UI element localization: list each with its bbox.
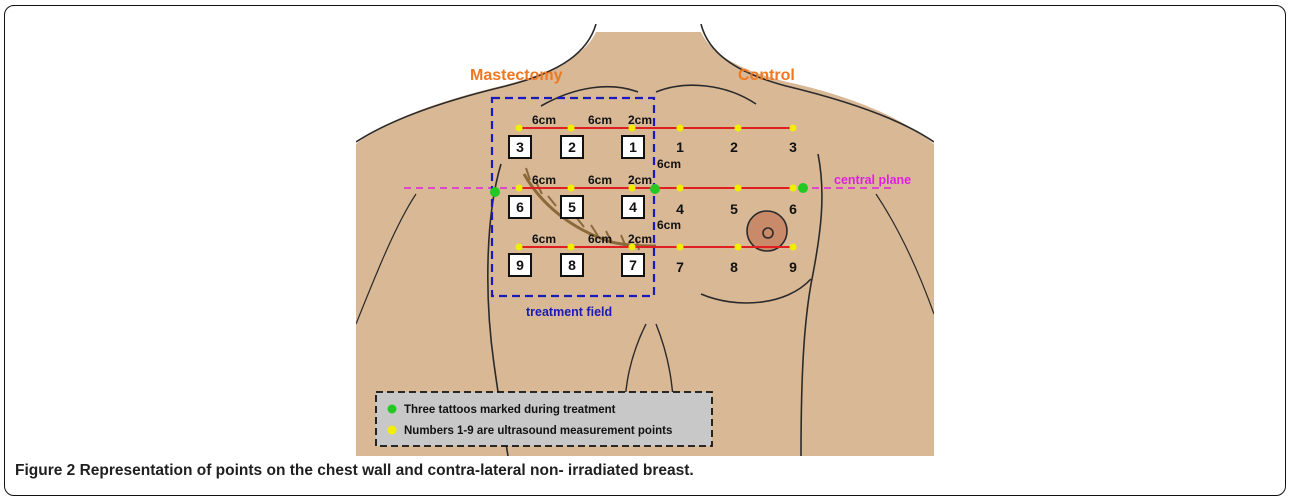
treatment-field-label: treatment field xyxy=(526,305,612,319)
distance-label: 6cm xyxy=(588,113,612,127)
treated-point-boxes xyxy=(509,136,644,276)
distance-label-vertical: 6cm xyxy=(657,218,681,232)
control-point-label: 6 xyxy=(789,201,797,217)
central-plane-label: central plane xyxy=(834,173,911,187)
control-point-label: 9 xyxy=(789,259,797,275)
distance-label: 6cm xyxy=(588,232,612,246)
distance-label: 6cm xyxy=(532,113,556,127)
legend-green-dot xyxy=(388,405,397,414)
legend-ultrasound-text: Numbers 1-9 are ultrasound measurement p… xyxy=(404,425,672,437)
treated-point-label: 7 xyxy=(629,257,637,273)
treated-point-label: 9 xyxy=(516,257,524,273)
control-point-label: 7 xyxy=(676,259,684,275)
figure-caption: Figure 2 Representation of points on the… xyxy=(15,462,694,480)
tattoo-dot-left xyxy=(490,187,500,197)
treated-point-label: 5 xyxy=(568,199,576,215)
chest-diagram: central plane treatment field Mastectomy… xyxy=(356,24,934,456)
control-point-label: 2 xyxy=(730,139,738,155)
control-point-label: 1 xyxy=(676,139,684,155)
control-point-label: 8 xyxy=(730,259,738,275)
control-point-label: 5 xyxy=(730,201,738,217)
treated-point-label: 2 xyxy=(568,139,576,155)
distance-label: 6cm xyxy=(588,173,612,187)
legend-box xyxy=(376,392,712,446)
tattoo-dot-right xyxy=(798,183,808,193)
control-point-label: 4 xyxy=(676,201,684,217)
mastectomy-title: Mastectomy xyxy=(470,67,563,84)
treated-point-label: 4 xyxy=(629,199,637,215)
treated-point-label: 6 xyxy=(516,199,524,215)
areola xyxy=(747,211,787,251)
treated-point-label: 3 xyxy=(516,139,524,155)
treated-point-label: 8 xyxy=(568,257,576,273)
distance-label: 6cm xyxy=(532,173,556,187)
caption-label: Figure 2 xyxy=(15,462,75,479)
distance-label: 2cm xyxy=(628,232,652,246)
control-point-label: 3 xyxy=(789,139,797,155)
control-title: Control xyxy=(738,67,795,84)
distance-label: 2cm xyxy=(628,113,652,127)
distance-label: 2cm xyxy=(628,173,652,187)
legend-yellow-dot xyxy=(388,426,397,435)
distance-label-vertical: 6cm xyxy=(657,157,681,171)
legend-tattoo-text: Three tattoos marked during treatment xyxy=(404,404,616,416)
treated-point-label: 1 xyxy=(629,139,637,155)
distance-label: 6cm xyxy=(532,232,556,246)
caption-text: Representation of points on the chest wa… xyxy=(80,462,694,479)
